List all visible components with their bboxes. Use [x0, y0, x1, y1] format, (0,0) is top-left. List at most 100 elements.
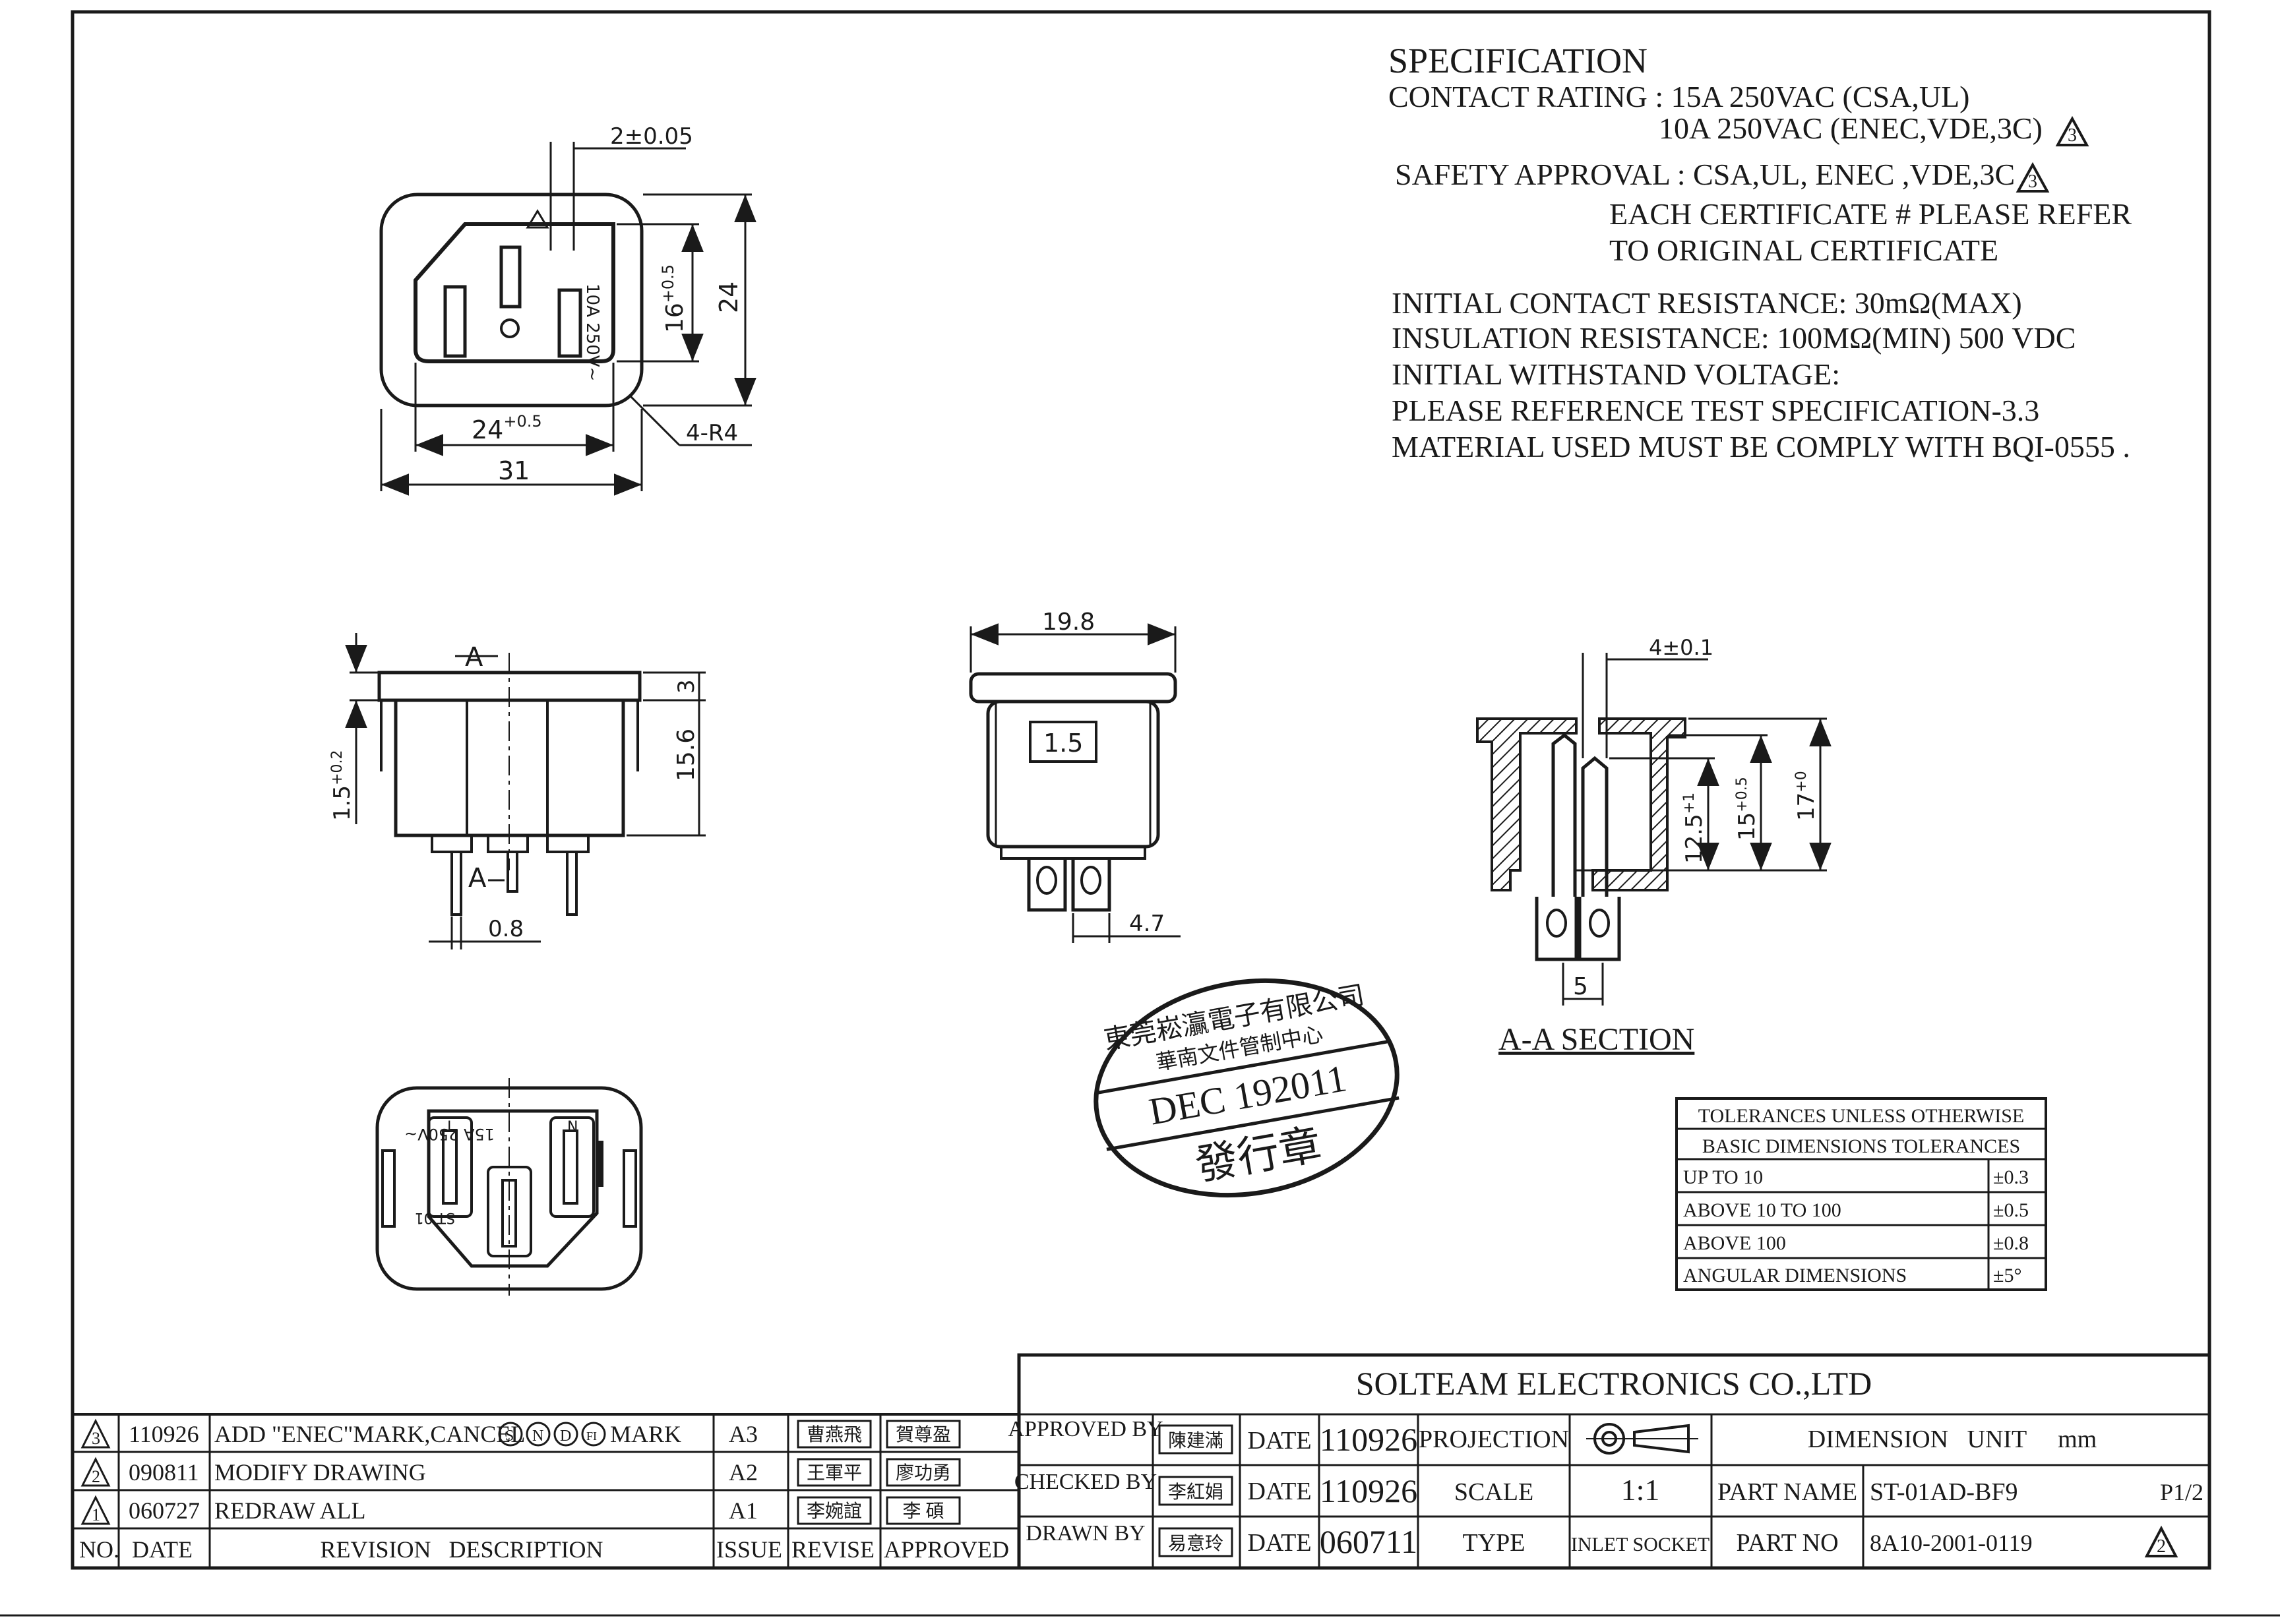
projection-label: PROJECTION: [1419, 1426, 1569, 1453]
front-view-socket-cavity: [414, 222, 615, 363]
back-view: 15A 250V~ L N ST-01: [375, 1078, 643, 1296]
front-view-outline: [379, 193, 644, 407]
issue-stamp: 東莞崧灜電子有限公司 華南文件管制中心 DEC 192011 發行章: [1094, 978, 1400, 1198]
revision-issue: A2: [729, 1459, 758, 1486]
dim-body-height: 15.6: [673, 729, 700, 781]
dim-outer-height: 24: [714, 282, 743, 313]
tolerances-table: TOLERANCES UNLESS OTHERWISE BASIC DIMENS…: [1675, 1097, 2047, 1291]
revision-triangle-icon: [80, 1418, 111, 1449]
svg-text:2: 2: [92, 1467, 100, 1486]
back-rating-mark: 15A 250V~: [404, 1125, 495, 1143]
title-block: SOLTEAM ELECTRONICS CO.,LTD APPROVED BY …: [1008, 1353, 2211, 1570]
svg-text:FI: FI: [586, 1429, 597, 1443]
spec-withstand-voltage: INITIAL WITHSTAND VOLTAGE:: [1392, 357, 1840, 391]
spec-heading: SPECIFICATION: [1388, 41, 1648, 80]
dim-slot-width: 2±0.05: [610, 123, 693, 150]
svg-text:D: D: [560, 1428, 571, 1445]
revision-approved: 賀尊盈: [896, 1424, 951, 1445]
revision-issue: A3: [729, 1421, 758, 1447]
revision-approved: 廖功勇: [896, 1462, 951, 1484]
front-view-pin-left: [443, 285, 467, 358]
approved-date-label: DATE: [1247, 1427, 1311, 1455]
svg-text:1: 1: [92, 1505, 100, 1524]
front-view-pin-right: [557, 288, 582, 358]
spec-certificate-note: EACH CERTIFICATE # PLEASE REFER: [1609, 197, 2132, 231]
revision-row: 2 090811 MODIFY DRAWING A2 王軍平 廖功勇: [80, 1457, 961, 1487]
revision-approved: 李 碩: [902, 1501, 944, 1522]
dim-pin-thickness: 0.8: [488, 916, 524, 942]
drawn-by-label: DRAWN BY: [1026, 1521, 1145, 1546]
front-view: 10A 250V~ 2±0.05 16+0.5 24 24+0.5 31 4-R…: [379, 123, 756, 496]
dim-corner-radius: 4-R4: [686, 420, 738, 446]
revision-header-date: DATE: [132, 1536, 193, 1563]
revision-3-triangle-icon: 3: [2016, 162, 2050, 193]
svg-text:N: N: [532, 1428, 543, 1445]
spec-contact-resistance: INITIAL CONTACT RESISTANCE: 30mΩ(MAX): [1392, 286, 2022, 320]
revision-header-desc: REVISION DESCRIPTION: [320, 1536, 603, 1563]
dim-section-d2: 15+0.5: [1734, 777, 1760, 841]
spec-safety-approval: SAFETY APPROVAL : CSA,UL, ENEC ,VDE,3C: [1395, 158, 2015, 191]
dim-flange-thickness: 3: [673, 679, 700, 694]
cancelled-marks: S N D FI: [498, 1422, 606, 1447]
revision-row: 1 060727 REDRAW ALL A1 李婉誼 李 碩: [80, 1495, 961, 1525]
dim-section-d3: 17+0: [1793, 771, 1820, 821]
tolerance-label: ABOVE 100: [1683, 1232, 1786, 1254]
revision-revise: 王軍平: [807, 1463, 862, 1484]
revision-revise: 曹燕飛: [807, 1424, 862, 1445]
end-view-box-value: 1.5: [1043, 729, 1083, 758]
spec-insulation-resistance: INSULATION RESISTANCE: 100MΩ(MIN) 500 VD…: [1392, 321, 2076, 355]
section-left-wall: [1476, 717, 1578, 891]
scale-value: 1:1: [1621, 1473, 1660, 1507]
checked-by-name: 李紅娟: [1168, 1482, 1223, 1503]
spec-material: MATERIAL USED MUST BE COMPLY WITH BQI-05…: [1392, 430, 2130, 464]
page-number: P1/2: [2160, 1479, 2203, 1505]
spec-contact-rating-2: 10A 250VAC (ENEC,VDE,3C): [1659, 111, 2043, 145]
spec-contact-rating: CONTACT RATING : 15A 250VAC (CSA,UL): [1388, 80, 1969, 113]
dim-section-bottom: 5: [1573, 973, 1588, 1000]
part-no: 8A10-2001-0119: [1870, 1530, 2033, 1556]
revision-date: 060727: [129, 1497, 200, 1524]
tolerance-value: ±5°: [1993, 1265, 2021, 1286]
tolerance-label: ABOVE 10 TO 100: [1683, 1199, 1841, 1221]
checked-date: 110926: [1320, 1472, 1417, 1509]
tolerance-value: ±0.8: [1993, 1232, 2029, 1254]
section-pin-left: [1551, 733, 1577, 897]
section-view: 4±0.1 12.5+1 15+0.5 17+0 5 A-A SECTION: [1476, 635, 1832, 1057]
revision-issue: A1: [729, 1497, 758, 1524]
tolerance-value: ±0.3: [1993, 1166, 2029, 1188]
back-l-mark: L: [447, 1119, 456, 1135]
spec-test-reference: PLEASE REFERENCE TEST SPECIFICATION-3.3: [1392, 394, 2039, 427]
dim-inner-width: 24+0.5: [472, 412, 542, 444]
front-view-pin-center: [499, 245, 522, 309]
approved-date: 110926: [1320, 1421, 1417, 1458]
scale-label: SCALE: [1454, 1478, 1533, 1506]
revision-header-approved: APPROVED: [884, 1536, 1009, 1563]
tolerance-value: ±0.5: [1993, 1199, 2029, 1221]
tolerances-title-2: BASIC DIMENSIONS TOLERANCES: [1702, 1135, 2020, 1157]
specification-block: SPECIFICATION CONTACT RATING : 15A 250VA…: [1388, 41, 2132, 464]
part-no-label: PART NO: [1736, 1529, 1838, 1557]
tolerance-label: UP TO 10: [1683, 1166, 1763, 1188]
part-name-label: PART NAME: [1717, 1478, 1857, 1506]
type-value: INLET SOCKET: [1571, 1534, 1710, 1555]
revision-date: 110926: [129, 1421, 199, 1447]
revision-desc: REDRAW ALL: [214, 1497, 365, 1524]
revision-row: 3 110926 ADD "ENEC"MARK,CANCEL S N D FI …: [80, 1418, 961, 1449]
section-pin-right: [1581, 756, 1609, 897]
back-model-mark: ST-01: [415, 1209, 455, 1226]
company-name: SOLTEAM ELECTRONICS CO.,LTD: [1356, 1365, 1872, 1402]
svg-text:3: 3: [92, 1429, 100, 1448]
projection-symbol-icon: [1586, 1423, 1698, 1455]
revision-3-triangle-icon: 3: [2055, 115, 2089, 146]
drawn-by-name: 易意玲: [1168, 1533, 1223, 1554]
dim-section-top: 4±0.1: [1649, 635, 1713, 660]
drawn-date: 060711: [1320, 1523, 1417, 1560]
revision-header-revise: REVISE: [791, 1536, 875, 1563]
front-rating-mark: 10A 250V~: [582, 284, 602, 381]
section-right-wall: [1591, 717, 1686, 891]
approved-by-label: APPROVED BY: [1008, 1417, 1163, 1441]
checked-by-label: CHECKED BY: [1014, 1470, 1157, 1494]
revision-revise: 李婉誼: [807, 1501, 862, 1522]
svg-text:2: 2: [2157, 1536, 2166, 1557]
part-name: ST-01AD-BF9: [1870, 1478, 2018, 1506]
